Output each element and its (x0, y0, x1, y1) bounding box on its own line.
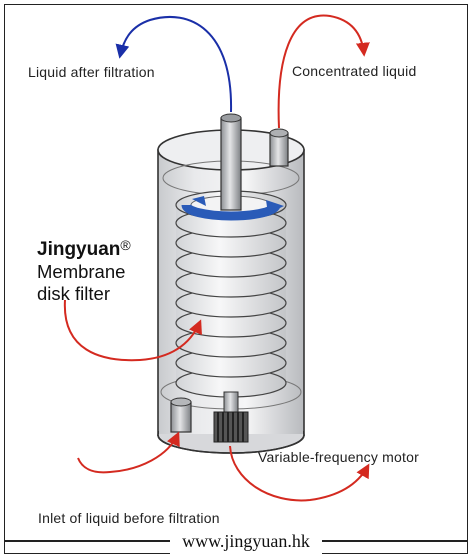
center-shaft (220, 113, 242, 211)
label-liquid-after-filtration: Liquid after filtration (28, 64, 155, 80)
rotation-arrow-icon (181, 196, 284, 221)
brand-name: Jingyuan (37, 239, 121, 260)
footer-url: www.jingyuan.hk (170, 528, 322, 554)
disk-pointer-arrow (63, 299, 202, 362)
label-variable-frequency-motor: Variable-frequency motor (258, 449, 419, 465)
product-line-1: Membrane (37, 261, 126, 282)
registered-mark: ® (120, 237, 131, 253)
membrane-disk-stack (175, 190, 287, 398)
product-label: Jingyuan® Membrane disk filter (37, 237, 131, 305)
outlet-flow-arrow (115, 16, 233, 113)
motor-gear-icon (213, 391, 249, 443)
inlet-pointer-arrow (77, 431, 180, 474)
concentrate-outlet-pipe (269, 128, 289, 167)
footer-rule-left (4, 540, 170, 542)
label-concentrated-liquid: Concentrated liquid (292, 63, 417, 79)
motor-pointer-arrow (229, 445, 370, 502)
concentrate-flow-arrow (277, 14, 370, 129)
inlet-pipe (170, 397, 192, 433)
label-inlet-liquid: Inlet of liquid before filtration (38, 510, 220, 526)
footer-rule-right (322, 540, 468, 542)
product-line-2: disk filter (37, 283, 110, 304)
